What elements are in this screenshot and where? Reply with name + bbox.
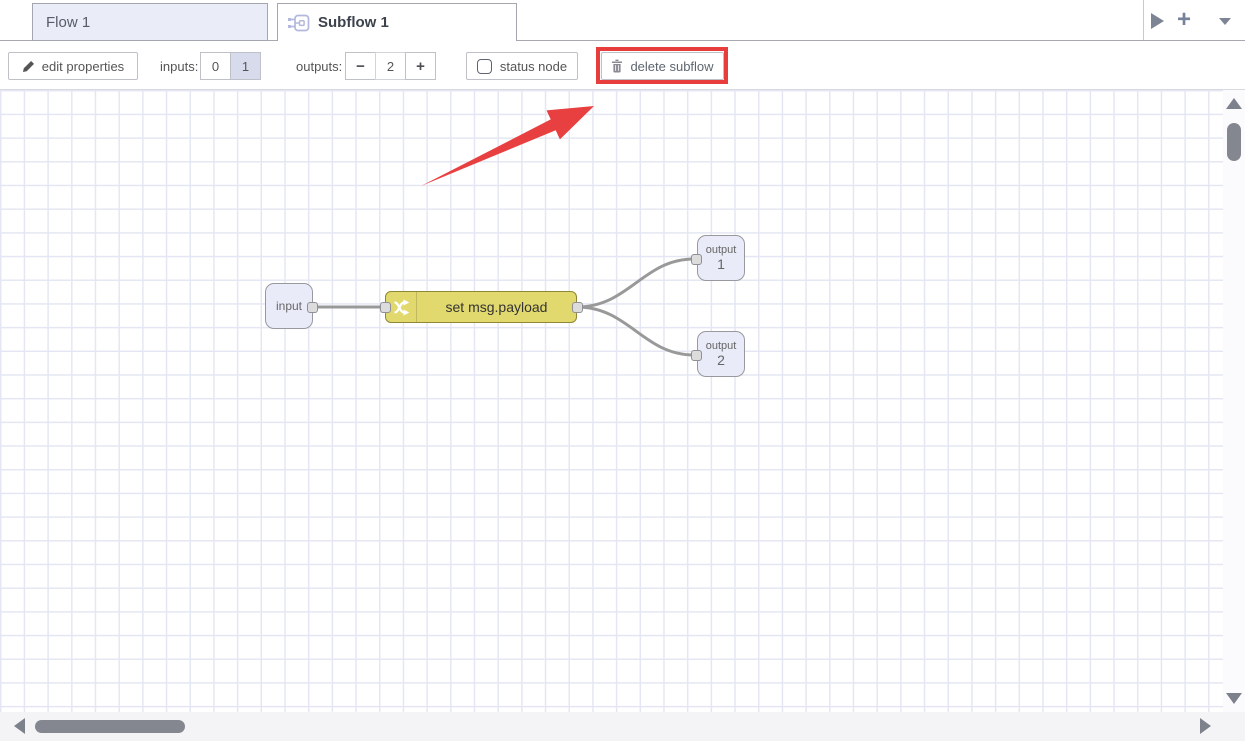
delete-subflow-button[interactable]: delete subflow [601,52,724,80]
subflow-input-node[interactable]: input [265,283,313,329]
status-node-checkbox[interactable] [477,59,492,74]
subflow-input-node-label: input [276,299,302,313]
edit-properties-button[interactable]: edit properties [8,52,138,80]
output-1-label: output [706,244,737,256]
outputs-label: outputs: [296,52,342,80]
change-node-input-port[interactable] [380,302,391,313]
subflow-toolbar: edit properties inputs: 0 1 outputs: − 2… [0,41,1245,90]
trash-icon [611,59,623,73]
annotation-red-arrow [421,106,594,186]
vertical-scrollbar[interactable] [1223,90,1245,712]
flow-canvas[interactable]: input set msg.payload output 1 o [0,90,1223,712]
scroll-tabs-right-icon[interactable] [1151,13,1164,29]
pencil-icon [22,60,35,73]
wires-layer [0,90,1223,712]
tab-subflow-1[interactable]: Subflow 1 [277,3,517,41]
tab-flow-1[interactable]: Flow 1 [32,3,268,41]
vertical-scrollbar-thumb[interactable] [1227,123,1241,161]
scroll-right-icon[interactable] [1200,718,1211,734]
flow-tab-bar: Flow 1 Subflow 1 + [0,0,1245,41]
outputs-value[interactable]: 2 [375,52,406,80]
wire-change-to-output2[interactable] [577,307,694,355]
flow-list-menu-icon[interactable] [1219,18,1231,25]
horizontal-scrollbar[interactable] [0,712,1245,741]
output-2-number: 2 [717,352,725,368]
add-flow-icon[interactable]: + [1177,4,1191,36]
tab-flow-1-label: Flow 1 [46,14,90,31]
status-node-button[interactable]: status node [466,52,578,80]
wire-change-to-output1[interactable] [577,259,694,307]
inputs-option-0[interactable]: 0 [200,52,231,80]
status-node-label: status node [500,59,567,74]
change-node-output-port[interactable] [572,302,583,313]
outputs-decrease-button[interactable]: − [345,52,376,80]
inputs-label: inputs: [160,52,198,80]
inputs-option-1[interactable]: 1 [230,52,261,80]
subflow-icon [288,14,310,32]
scroll-down-icon[interactable] [1226,693,1242,704]
output-node-1-input-port[interactable] [691,254,702,265]
scroll-left-icon[interactable] [14,718,25,734]
tab-subflow-1-label: Subflow 1 [318,14,389,31]
tabbar-divider [1143,0,1144,40]
input-node-output-port[interactable] [307,302,318,313]
delete-subflow-label: delete subflow [630,59,713,74]
change-node-label: set msg.payload [417,292,576,322]
output-1-number: 1 [717,256,725,272]
output-node-2-input-port[interactable] [691,350,702,361]
inputs-toggle: 0 1 [200,52,261,80]
change-node[interactable]: set msg.payload [385,291,577,323]
outputs-spinner: − 2 + [345,52,436,80]
scroll-up-icon[interactable] [1226,98,1242,109]
subflow-output-node-1[interactable]: output 1 [697,235,745,281]
horizontal-scrollbar-thumb[interactable] [35,720,185,733]
edit-properties-label: edit properties [42,59,124,74]
output-2-label: output [706,340,737,352]
subflow-output-node-2[interactable]: output 2 [697,331,745,377]
outputs-increase-button[interactable]: + [405,52,436,80]
